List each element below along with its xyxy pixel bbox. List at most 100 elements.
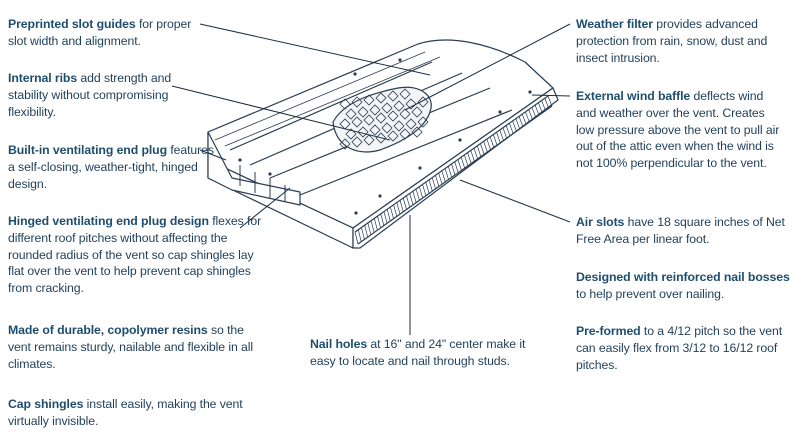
callout-text: for proper slot width and alignment. <box>8 17 192 48</box>
mesh-cell <box>339 138 351 150</box>
air-slot-line <box>422 184 427 196</box>
leader-end-plug <box>199 149 227 161</box>
callout-text: provides advanced protection from rain, … <box>576 17 768 65</box>
air-slot-line <box>467 152 472 164</box>
air-slot-line <box>525 111 530 123</box>
air-slot-line <box>435 175 440 187</box>
mesh-cell <box>381 102 393 114</box>
mesh-cell <box>375 112 387 124</box>
nail-hole <box>458 138 462 142</box>
callout-text: so the vent remains sturdy, nailable and… <box>8 323 254 371</box>
air-slot-line <box>444 168 449 180</box>
callout-text: deflects wind and weather over the vent.… <box>576 89 780 171</box>
air-slot-line <box>502 127 508 139</box>
air-slot-line <box>354 231 359 245</box>
air-slot-line <box>431 177 436 189</box>
callout-cap-shingles: Cap shingles install easily, making the … <box>8 396 258 430</box>
mesh-cell <box>417 96 429 108</box>
mesh-cell <box>357 106 369 118</box>
air-slot-line <box>399 200 404 212</box>
callout-title: Weather filter <box>576 17 653 31</box>
callout-end-plug: Built-in ventilating end plug features a… <box>8 142 218 192</box>
callout-text: add strength and stability without compr… <box>8 71 172 119</box>
mesh-cell <box>393 100 405 112</box>
nail-hole <box>498 110 502 114</box>
callout-weather-filter: Weather filter provides advanced protect… <box>576 16 786 66</box>
callout-text: to a 4/12 pitch so the vent can easily f… <box>576 324 783 372</box>
mesh-cell <box>369 104 381 116</box>
air-slot-line <box>499 129 504 141</box>
air-slot-line <box>386 209 391 222</box>
callout-title: Air slots <box>576 215 625 229</box>
mesh-cell <box>393 120 405 132</box>
mesh-cell <box>339 98 351 110</box>
callout-air-slots: Air slots have 18 square inches of Net F… <box>576 214 786 248</box>
air-slot-line <box>454 161 459 173</box>
leader-wind-baffle <box>531 94 571 97</box>
mesh-cell <box>351 96 363 108</box>
callout-hinged-design: Hinged ventilating end plug design flexe… <box>8 213 266 297</box>
air-slot-line <box>473 148 478 160</box>
air-slot-line <box>357 229 362 242</box>
nail-hole <box>268 172 272 176</box>
air-slot-line <box>486 138 491 150</box>
callout-title: Preprinted slot guides <box>8 17 136 31</box>
air-slot-line <box>406 195 411 208</box>
callout-title: External wind baffle <box>576 89 691 103</box>
air-slot-line <box>509 123 514 134</box>
air-slot-line <box>415 188 420 201</box>
air-slot-line <box>521 114 527 125</box>
air-slot-line <box>451 163 456 176</box>
air-slot-line <box>492 134 498 146</box>
mesh-cell <box>357 126 369 138</box>
callout-title: Nail holes <box>310 337 368 351</box>
air-slot-line <box>518 116 524 127</box>
callout-text: install easily, making the vent virtuall… <box>8 397 243 428</box>
mesh-cell <box>387 90 399 102</box>
callout-title: Hinged ventilating end plug design <box>8 214 209 228</box>
mesh-cell <box>375 132 387 144</box>
mesh-cell <box>411 106 423 118</box>
air-slot-line <box>483 141 488 153</box>
air-slot-line <box>425 182 430 194</box>
air-slot-line <box>383 211 388 224</box>
nail-hole <box>398 58 402 62</box>
mesh-cell <box>363 134 375 146</box>
leader-lines <box>171 23 571 335</box>
mesh-cell <box>363 114 375 126</box>
air-slot-line <box>373 218 378 231</box>
air-slot-line <box>470 150 475 162</box>
callout-pre-formed: Pre-formed to a 4/12 pitch so the vent c… <box>576 323 786 373</box>
air-slot-line <box>541 100 546 111</box>
mesh-cell <box>411 126 423 138</box>
mesh-cell <box>387 110 399 122</box>
air-slot-line <box>457 159 462 171</box>
callout-slot-guides: Preprinted slot guides for proper slot w… <box>8 16 208 50</box>
nail-hole <box>353 72 357 76</box>
air-slot-line <box>476 145 482 157</box>
nail-hole <box>378 194 382 198</box>
leader-weather-filter <box>404 23 571 111</box>
air-slot-line <box>538 102 543 114</box>
leader-hinged-design <box>239 187 291 229</box>
callout-nail-bosses: Designed with reinforced nail bosses to … <box>576 269 798 303</box>
nail-holes <box>238 58 532 215</box>
mesh-cell <box>351 136 363 148</box>
mesh-cell <box>345 108 357 120</box>
air-slot-line <box>505 125 511 137</box>
air-slot-line <box>361 227 365 240</box>
nail-hole <box>238 158 242 162</box>
end-plug-face <box>207 131 301 206</box>
air-slot-line <box>428 179 433 192</box>
callout-title: Built-in ventilating end plug <box>8 143 167 157</box>
callout-text: flexes for different roof pitches withou… <box>8 214 262 296</box>
air-slot-line <box>534 104 540 116</box>
air-slot-line <box>370 220 375 233</box>
air-slot-line <box>390 206 394 219</box>
callout-title: Internal ribs <box>8 71 78 85</box>
air-slot-line <box>489 136 495 148</box>
callout-wind-baffle: External wind baffle deflects wind and w… <box>576 88 784 172</box>
mesh-cell <box>405 118 417 130</box>
mesh-cell <box>399 128 411 140</box>
